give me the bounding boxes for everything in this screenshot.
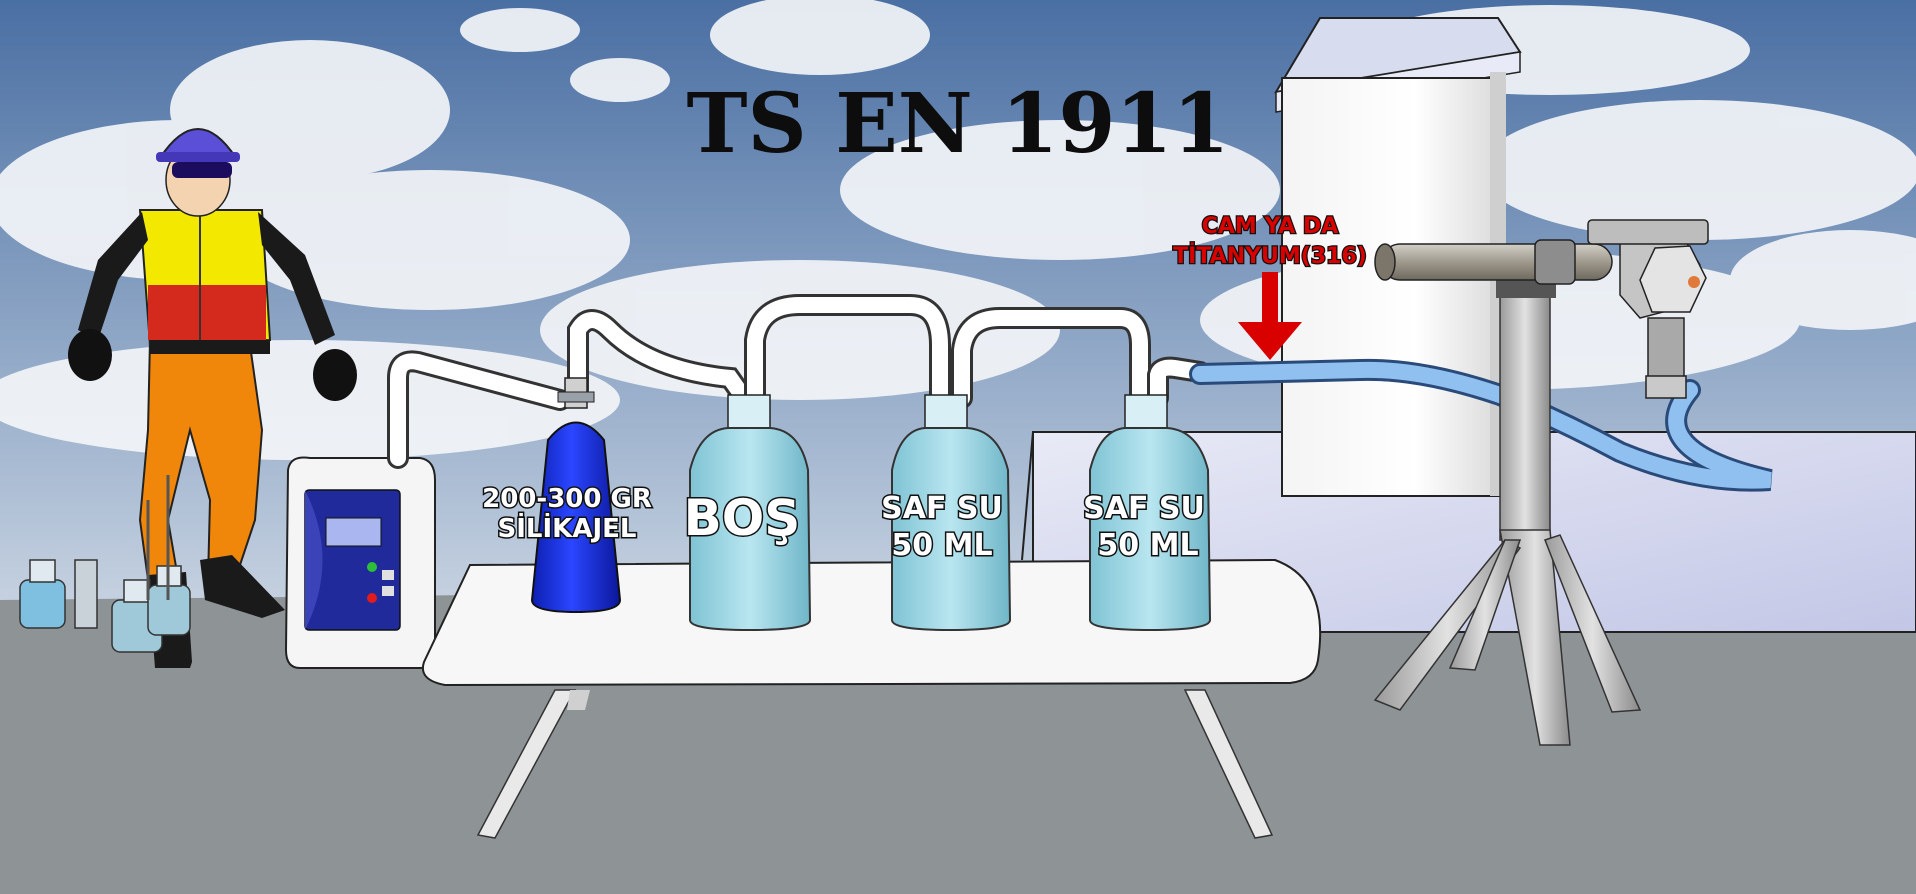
bottle-water-1-icon (891, 394, 1012, 632)
water1-label-line1: SAF SU (881, 491, 1003, 526)
lab-glassware (19, 475, 191, 653)
probe-label-line1: CAM YA DA (1202, 214, 1339, 239)
water1-label-line2: 50 ML (891, 528, 992, 563)
labels: 200-300 GR SİLİKAJEL BOŞ SAF SU 50 ML SA… (481, 483, 1207, 565)
red-arrow-down-icon (1238, 272, 1302, 360)
chimney-stack-icon (1274, 17, 1522, 497)
sampling-pump-icon (284, 456, 436, 669)
silica-label-line2: SİLİKAJEL (498, 512, 637, 544)
bottle-empty-icon (689, 394, 812, 632)
sampling-probe-icon (1374, 219, 1709, 399)
empty-bottle-label: BOŞ (684, 489, 801, 547)
probe-annotation: CAM YA DA TİTANYUM(316) (1172, 213, 1368, 271)
silica-label-line1: 200-300 GR (482, 484, 652, 514)
sample-line-icon (1189, 358, 1773, 492)
connection-tubing (387, 294, 1211, 469)
probe-tripod-icon (1373, 280, 1642, 746)
bottle-water-2-icon (1089, 394, 1212, 632)
water2-label-line1: SAF SU (1083, 491, 1205, 526)
diagram-title: TS EN 1911 (686, 76, 1229, 172)
water2-label-line2: 50 ML (1097, 528, 1198, 563)
silica-gel-cylinder-icon (530, 377, 622, 614)
probe-label-line2: TİTANYUM(316) (1173, 243, 1367, 269)
